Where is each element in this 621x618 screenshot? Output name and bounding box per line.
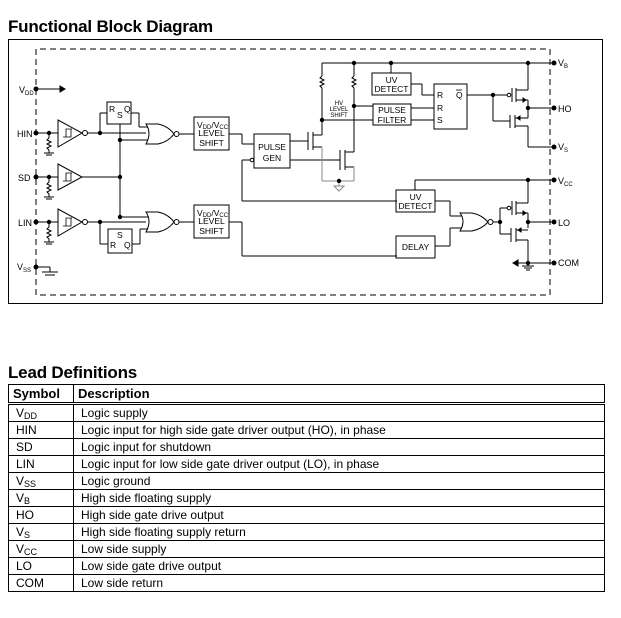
pin-vb-label: VB bbox=[558, 58, 568, 70]
description-cell: Logic input for low side gate driver out… bbox=[73, 455, 605, 473]
functional-block-diagram: VDD HIN SD LIN VSS VB HO VS VCC LO COM R… bbox=[8, 39, 603, 304]
pulse-gen-line2: GEN bbox=[263, 153, 281, 163]
ic-boundary bbox=[35, 48, 551, 296]
symbol-cell: LIN bbox=[8, 455, 74, 473]
pulse-filter-line1: PULSE bbox=[378, 105, 406, 115]
junction-dots bbox=[33, 60, 557, 270]
level-shift-bottom-line3: SHIFT bbox=[199, 226, 224, 236]
hv-level-shift-line1: HV bbox=[335, 101, 343, 107]
table-header-row: Symbol Description bbox=[8, 384, 605, 405]
hv-level-shift-line3: SHIFT bbox=[330, 113, 348, 119]
latch-s: S bbox=[437, 115, 443, 125]
description-cell: Low side gate drive output bbox=[73, 557, 605, 575]
pin-hin-label: HIN bbox=[17, 129, 33, 139]
latch-r1: R bbox=[437, 90, 443, 100]
symbol-cell: SD bbox=[8, 438, 74, 456]
level-shift-top-line1: VDD/VCC bbox=[197, 120, 229, 131]
latch-r2: R bbox=[437, 103, 443, 113]
level-shift-bottom-line2: LEVEL bbox=[198, 216, 225, 226]
pin-lin-label: LIN bbox=[18, 218, 32, 228]
uv-detect-low-line2: DETECT bbox=[399, 201, 433, 211]
pin-ho-label: HO bbox=[558, 104, 572, 114]
rs-ff-hin-s: S bbox=[117, 110, 123, 120]
rs-ff-lin-r: R bbox=[110, 240, 116, 250]
pin-lo-label: LO bbox=[558, 218, 570, 228]
hv-level-shift-line2: LEVEL bbox=[330, 107, 349, 113]
description-cell: High side floating supply bbox=[73, 489, 605, 507]
pin-vs-label: VS bbox=[558, 142, 568, 154]
uv-detect-low-line1: UV bbox=[410, 192, 422, 202]
description-cell: Low side supply bbox=[73, 540, 605, 558]
description-cell: High side floating supply return bbox=[73, 523, 605, 541]
pin-com-label: COM bbox=[558, 258, 579, 268]
symbol-cell: VB bbox=[8, 489, 74, 507]
rs-ff-lin-q: Q bbox=[124, 240, 131, 250]
header-symbol: Symbol bbox=[8, 384, 74, 405]
rs-ff-hin-r: R bbox=[109, 104, 115, 114]
description-cell: Logic ground bbox=[73, 472, 605, 490]
symbol-cell: COM bbox=[8, 574, 74, 592]
symbol-cell: VS bbox=[8, 523, 74, 541]
symbol-cell: HIN bbox=[8, 421, 74, 439]
level-shift-top-line2: LEVEL bbox=[198, 128, 225, 138]
symbol-cell: HO bbox=[8, 506, 74, 524]
description-cell: Logic supply bbox=[73, 403, 605, 422]
pulse-filter-line2: FILTER bbox=[378, 115, 407, 125]
symbol-cell: VDD bbox=[8, 403, 74, 422]
pin-vcc-label: VCC bbox=[558, 176, 573, 188]
diagram-frame bbox=[8, 39, 603, 304]
delay-label: DELAY bbox=[402, 242, 430, 252]
pin-vss-label: VSS bbox=[17, 262, 31, 274]
schmitt-trigger-icons bbox=[63, 128, 72, 227]
description-cell: Logic input for shutdown bbox=[73, 438, 605, 456]
level-shift-top-line3: SHIFT bbox=[199, 138, 224, 148]
block-diagram-title: Functional Block Diagram bbox=[8, 17, 213, 36]
symbol-cell: VSS bbox=[8, 472, 74, 490]
pulse-gen-line1: PULSE bbox=[258, 142, 286, 152]
description-cell: High side gate drive output bbox=[73, 506, 605, 524]
symbol-cell: VCC bbox=[8, 540, 74, 558]
uv-detect-high-line1: UV bbox=[386, 75, 398, 85]
symbol-cell: LO bbox=[8, 557, 74, 575]
header-description: Description bbox=[73, 384, 605, 405]
rs-ff-lin-s: S bbox=[117, 230, 123, 240]
level-shift-bottom-line1: VDD/VCC bbox=[197, 208, 229, 219]
description-cell: Logic input for high side gate driver ou… bbox=[73, 421, 605, 439]
lead-definitions-title: Lead Definitions bbox=[8, 363, 138, 382]
rs-ff-hin-q: Q bbox=[124, 104, 131, 114]
pin-vdd-label: VDD bbox=[19, 85, 34, 97]
pin-sd-label: SD bbox=[18, 173, 31, 183]
latch-q-bar: Q bbox=[456, 90, 463, 100]
uv-detect-high-line2: DETECT bbox=[375, 84, 409, 94]
description-cell: Low side return bbox=[73, 574, 605, 592]
